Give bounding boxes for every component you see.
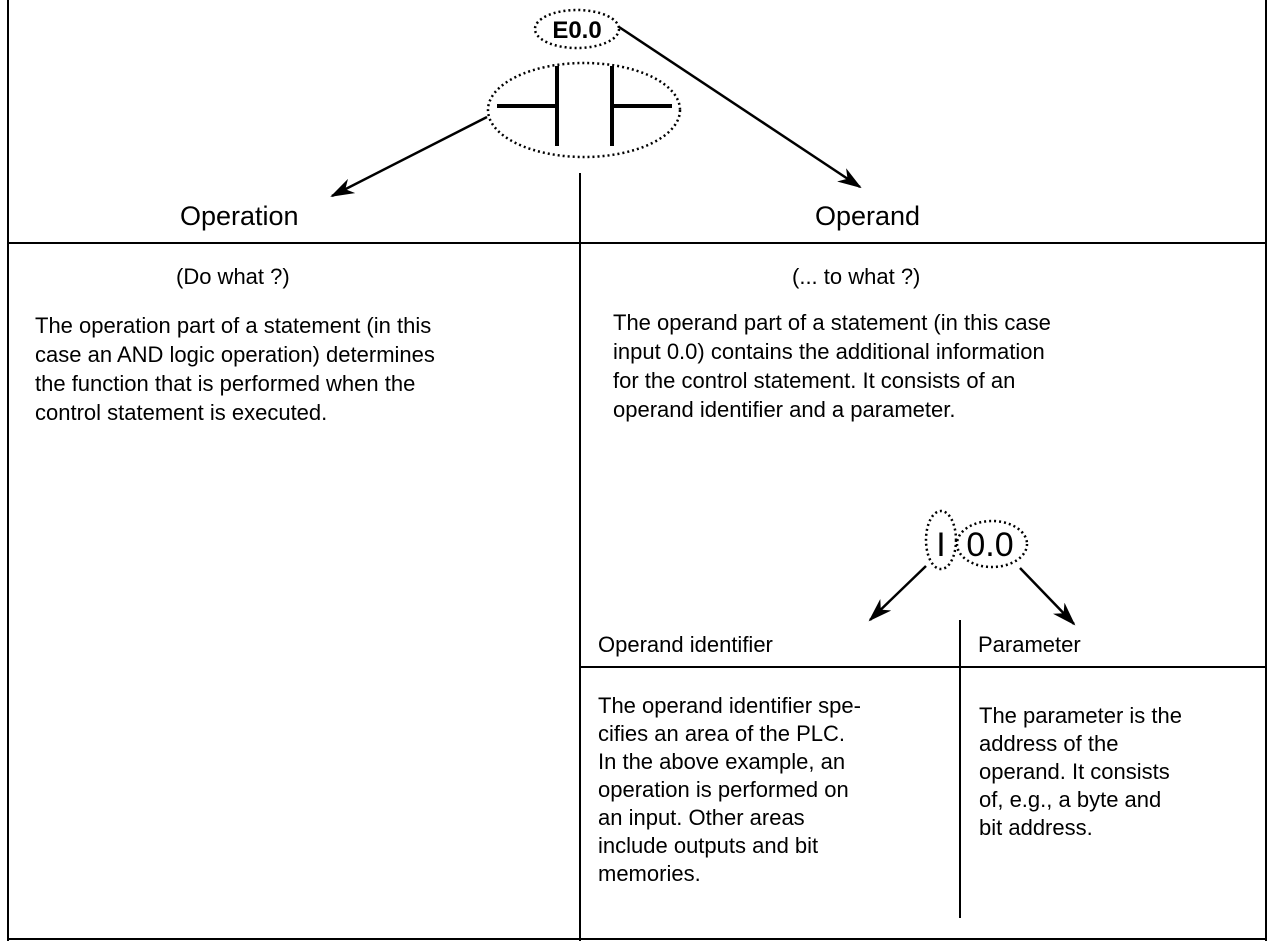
contact-highlight-ellipse (486, 61, 682, 159)
example-parameter-part: 0.0 (966, 526, 1013, 564)
operand-question: (... to what ?) (792, 264, 921, 289)
operand-description: The operand part of a statement (in this… (613, 310, 1051, 422)
operand-identifier-description: The operand identifier spe- cifies an ar… (598, 693, 861, 886)
parameter-description: The parameter is the address of the oper… (979, 703, 1182, 840)
example-identifier-part: I (936, 526, 945, 564)
no-contact-symbol (497, 66, 672, 146)
parameter-heading: Parameter (978, 632, 1081, 657)
operand-identifier-heading: Operand identifier (598, 632, 773, 657)
operation-description: The operation part of a statement (in th… (35, 313, 435, 425)
identifier-highlight-ellipse (924, 509, 958, 571)
contact-address: E0.0 (552, 17, 601, 44)
identifier-arrow (868, 565, 927, 622)
parameter-arrow (1019, 567, 1076, 626)
operation-heading: Operation (180, 201, 299, 231)
operand-arrow (618, 25, 862, 189)
address-highlight-ellipse (533, 8, 621, 50)
operand-heading: Operand (815, 201, 921, 231)
operation-question: (Do what ?) (176, 264, 290, 289)
operation-arrow (330, 115, 488, 198)
parameter-highlight-ellipse (955, 519, 1029, 569)
